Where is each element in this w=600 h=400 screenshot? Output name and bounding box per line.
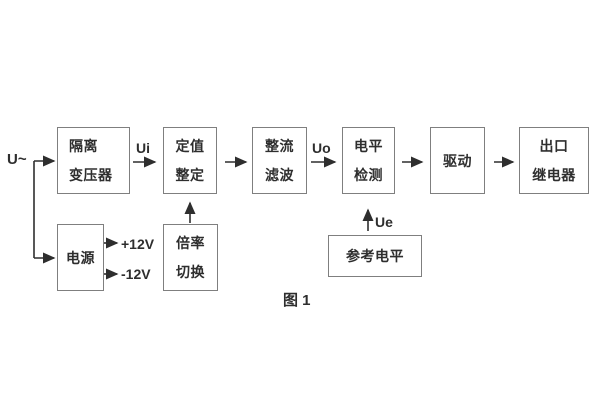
box-reference-level: 参考电平: [328, 235, 422, 277]
box-driver-line1: 驱动: [443, 152, 472, 169]
box-ratio-switch: 倍率 切换: [163, 224, 218, 291]
box-setting-adjust-line2: 整定: [175, 167, 205, 183]
box-setting-adjust: 定值 整定: [163, 127, 217, 194]
figure-caption: 图 1: [283, 292, 311, 309]
label-uo: Uo: [312, 140, 331, 156]
box-level-detection: 电平 检测: [342, 127, 395, 194]
box-ratio-switch-line1: 倍率: [176, 235, 205, 251]
box-power-supply-line1: 电源: [66, 249, 95, 266]
box-isolation-transformer-line2: 变压器: [69, 167, 113, 183]
box-output-relay-line2: 继电器: [532, 167, 576, 183]
box-rectifier-filter-line1: 整流: [265, 138, 294, 154]
label-minus-12v: -12V: [121, 266, 151, 282]
label-input-voltage: U~: [7, 151, 27, 168]
box-isolation-transformer: 隔离 变压器: [57, 127, 130, 194]
box-ratio-switch-line2: 切换: [176, 264, 205, 280]
box-setting-adjust-line1: 定值: [175, 138, 205, 154]
label-ue: Ue: [375, 214, 393, 230]
box-power-supply: 电源: [57, 224, 104, 291]
label-ui: Ui: [136, 140, 150, 156]
box-isolation-transformer-line1: 隔离: [69, 138, 98, 154]
box-reference-level-line1: 参考电平: [346, 248, 404, 264]
box-output-relay-line1: 出口: [539, 138, 569, 154]
box-rectifier-filter: 整流 滤波: [252, 127, 307, 194]
box-output-relay: 出口 继电器: [519, 127, 589, 194]
label-plus-12v: +12V: [121, 236, 155, 252]
box-rectifier-filter-line2: 滤波: [265, 167, 294, 183]
box-level-detection-line2: 检测: [354, 167, 383, 183]
box-driver: 驱动: [430, 127, 485, 194]
box-level-detection-line1: 电平: [354, 138, 383, 154]
